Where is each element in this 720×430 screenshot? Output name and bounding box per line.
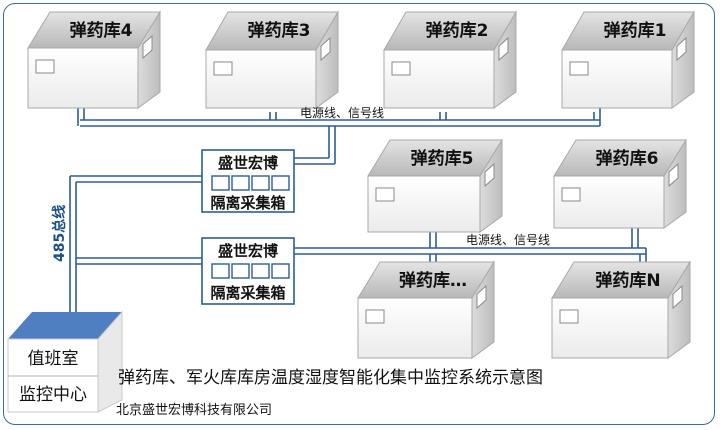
warehouse-wdots: 弹药库… [357,260,495,359]
cable-label-top: 电源线、信号线 [300,106,384,120]
company-name: 北京盛世宏博科技有限公司 [116,403,272,418]
module-slot [251,263,270,279]
control-room-roof [8,312,122,339]
warehouse-front [357,297,473,359]
warehouse-w3: 弹药库3 [205,10,339,109]
warehouse-door [676,36,687,62]
bus-label: 485总线 [51,205,68,262]
warehouse-window [375,187,395,202]
warehouse-front [27,47,139,109]
warehouse-w6: 弹药库6 [553,138,687,229]
module-slot [211,263,230,279]
warehouse-label: 弹药库5 [411,148,474,169]
warehouse-window [391,61,411,76]
collector-brand: 盛世宏博 [218,154,278,172]
diagram-title: 弹药库、军火库库房温度湿度智能化集中监控系统示意图 [118,368,543,388]
diagram-frame [3,3,715,425]
module-slot [211,175,230,191]
warehouse-w2: 弹药库2 [383,10,517,109]
module-slot [271,263,290,279]
warehouse-front [551,297,669,359]
warehouse-front [383,49,495,109]
warehouse-w4: 弹药库4 [27,10,161,109]
warehouse-door [476,284,487,310]
collector-box-1: 盛世宏博 隔离采集箱 [201,149,295,213]
warehouse-door [320,36,331,62]
warehouse-front [553,175,665,229]
warehouse-door [498,36,509,62]
warehouse-front [205,49,317,109]
warehouse-label: 弹药库4 [70,20,133,41]
warehouse-label: 弹药库2 [426,20,489,41]
collector-name: 隔离采集箱 [210,194,285,212]
warehouse-label: 弹药库1 [604,20,667,41]
warehouse-window [35,59,55,74]
warehouse-label: 弹药库3 [248,20,311,41]
module-slot [231,263,250,279]
warehouse-w5: 弹药库5 [367,138,503,233]
warehouse-window [561,187,581,202]
module-slot [231,175,250,191]
duty-room-label: 值班室 [28,349,79,369]
warehouse-door [668,162,679,188]
warehouse-window [365,309,385,324]
warehouse-label: 弹药库N [595,270,660,291]
warehouse-door [672,284,683,310]
warehouse-label: 弹药库… [399,270,467,291]
warehouse-w1: 弹药库1 [561,10,695,109]
warehouse-door [142,34,153,60]
warehouse-wn: 弹药库N [551,260,691,359]
collector-name: 隔离采集箱 [210,284,285,302]
collector-brand: 盛世宏博 [218,242,278,260]
warehouse-window [213,61,233,76]
warehouse-front [561,49,673,109]
cable-network [69,108,647,316]
warehouse-door [484,162,495,188]
control-room: 值班室 监控中心 [7,310,123,413]
collector-box-2: 盛世宏博 隔离采集箱 [201,237,295,305]
warehouse-front [367,175,481,233]
monitor-center-label: 监控中心 [19,385,87,405]
module-slot [251,175,270,191]
warehouse-window [559,309,579,324]
warehouse-window [569,61,589,76]
module-slot [271,175,290,191]
cable-label-bottom: 电源线、信号线 [466,233,550,247]
warehouse-label: 弹药库6 [596,148,659,169]
